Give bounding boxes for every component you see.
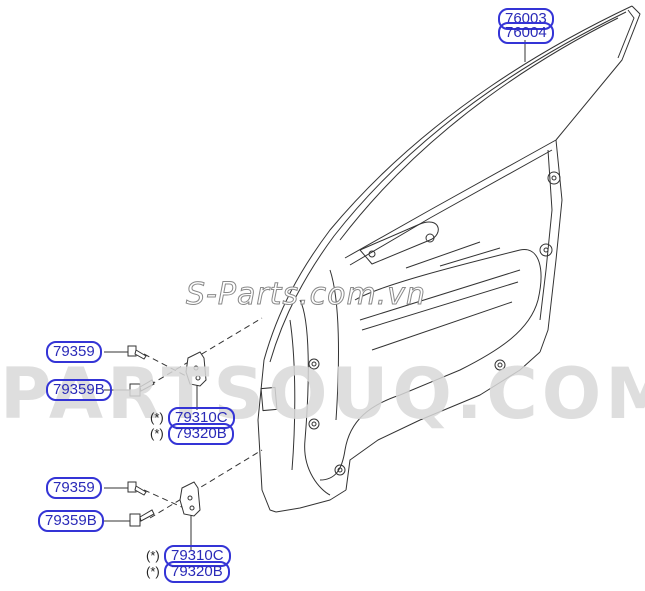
callout-79359-upper[interactable]: 79359 [46,341,102,363]
upper-hinge-assembly [127,345,207,397]
callout-79359b-lower[interactable]: 79359B [38,510,104,532]
callout-79310c-upper[interactable]: 79310C [168,407,235,429]
asterisk-79320b-lower: (*) [146,564,160,579]
asterisk-79310c-lower: (*) [146,548,160,563]
callout-79359b-upper[interactable]: 79359B [46,379,112,401]
lower-hinge-assembly [127,481,201,527]
callout-79320b-upper[interactable]: 79320B [168,423,234,445]
asterisk-79310c-upper: (*) [150,410,164,425]
callout-79320b-lower[interactable]: 79320B [164,561,230,583]
callout-79359-lower[interactable]: 79359 [46,477,102,499]
callout-79310c-lower[interactable]: 79310C [164,545,231,567]
callout-76004[interactable]: 76004 [498,22,554,44]
asterisk-79320b-upper: (*) [150,426,164,441]
